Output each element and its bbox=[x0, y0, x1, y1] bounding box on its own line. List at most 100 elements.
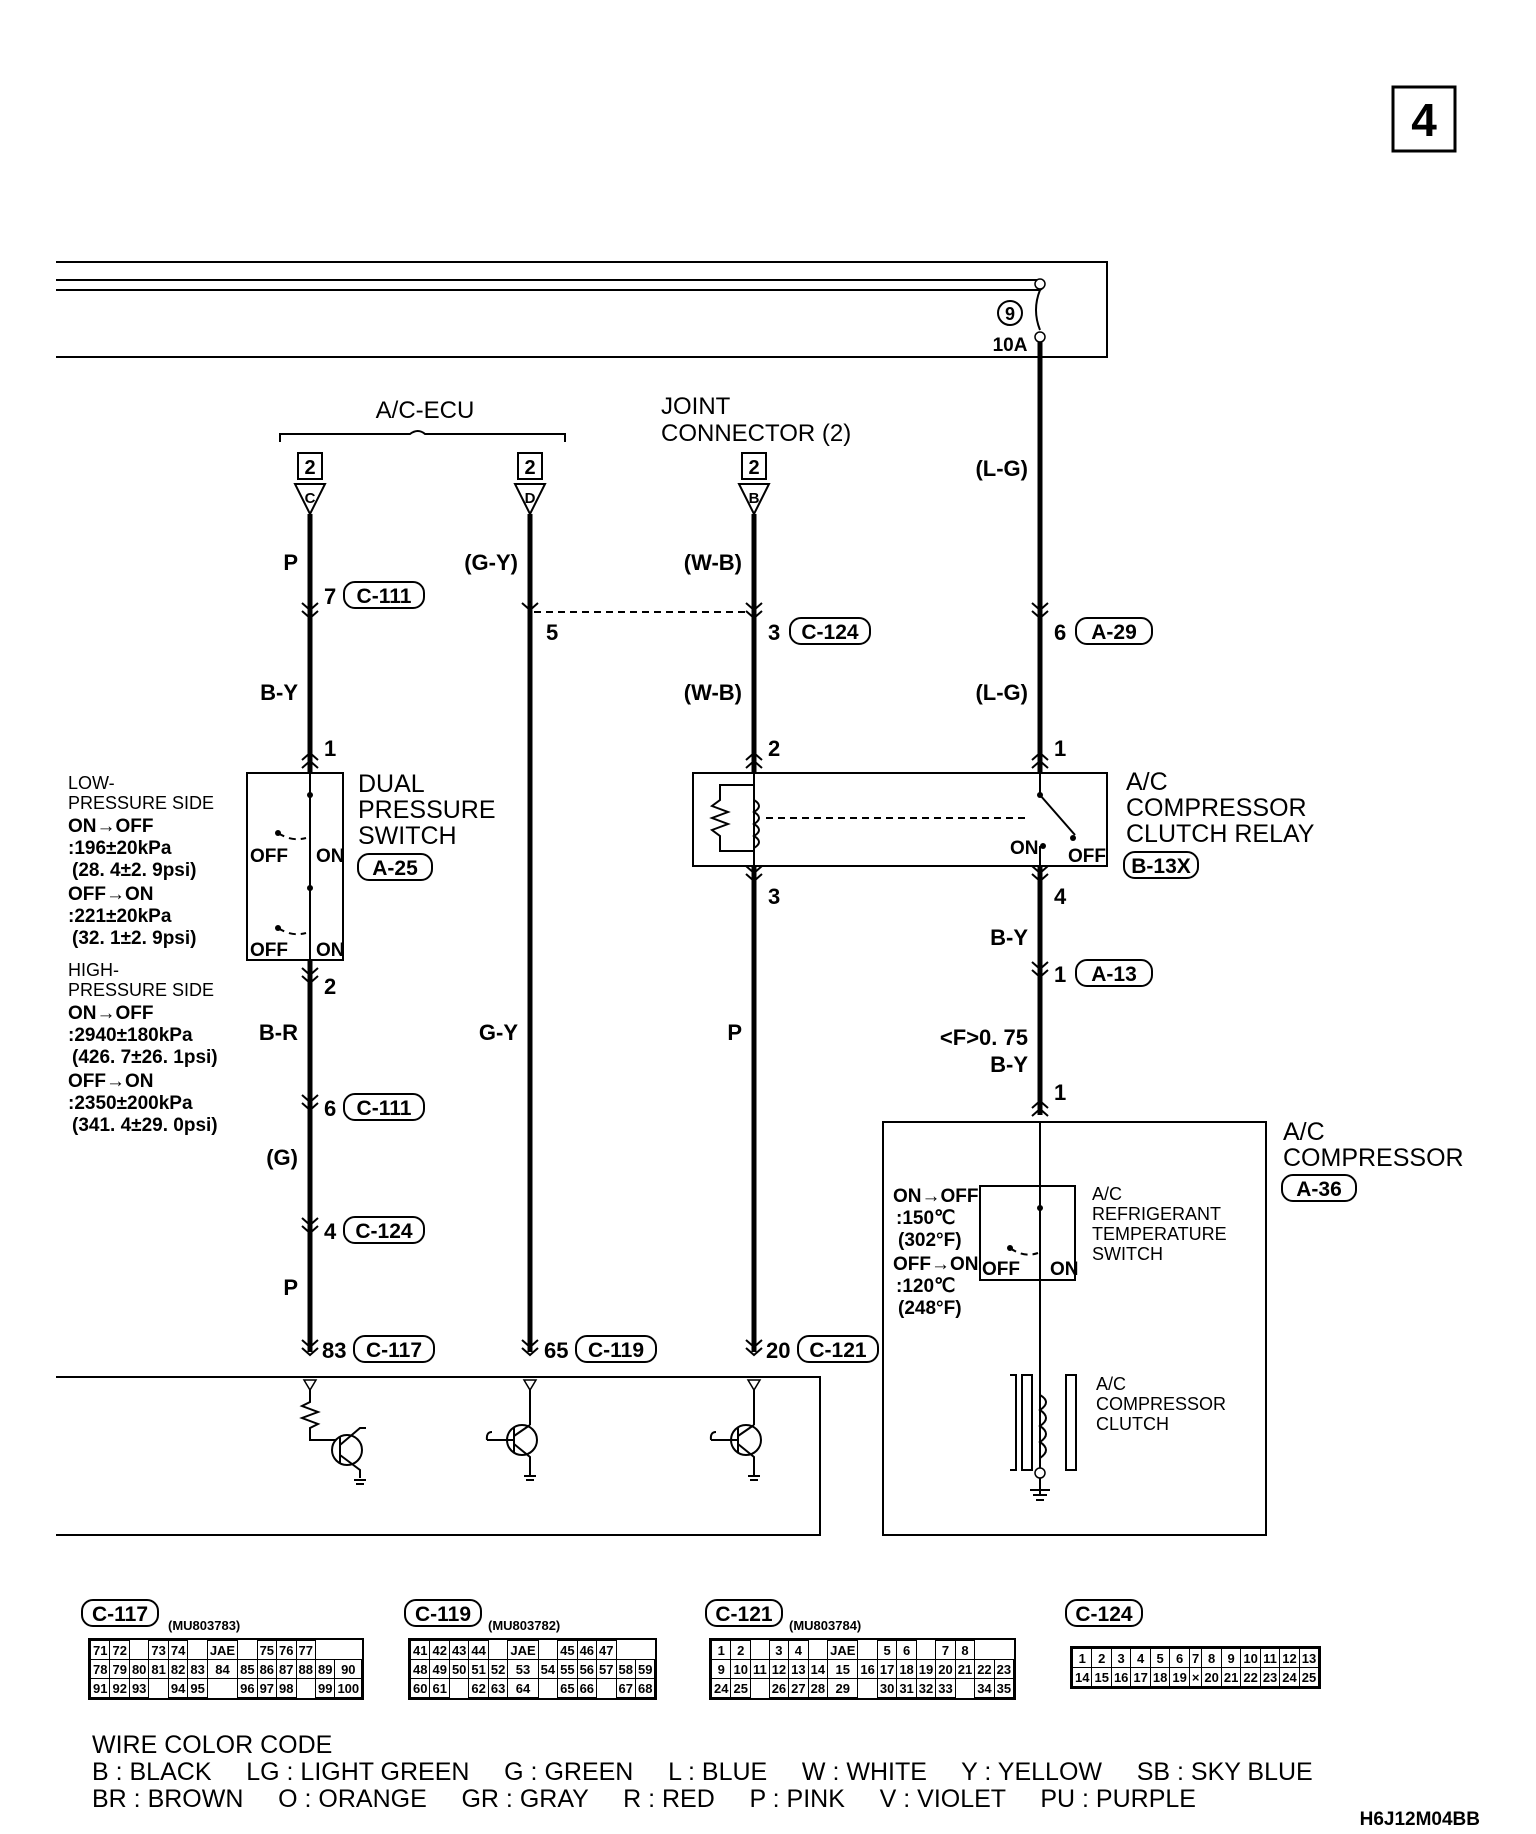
relay-coil bbox=[752, 799, 760, 849]
svg-text::150℃: :150℃ bbox=[896, 1208, 955, 1229]
wire-label-c-g: (G) bbox=[266, 1145, 298, 1170]
svg-text::196±20kPa: :196±20kPa bbox=[68, 838, 172, 859]
ecu-input-circuit-b bbox=[709, 1379, 762, 1481]
pin-cell: 100 bbox=[334, 1678, 363, 1698]
wire-label-relay-out: B-Y bbox=[990, 925, 1028, 950]
temp-switch-notes: ON→OFF :150℃ (302°F) OFF→ON :120℃ (248°F… bbox=[893, 1186, 979, 1319]
dual-switch-off-1: OFF bbox=[250, 846, 288, 867]
ecu-input-circuit-c bbox=[299, 1379, 366, 1485]
pin-cell: 91 bbox=[89, 1678, 111, 1698]
pin-cell: 2 bbox=[730, 1640, 751, 1660]
pin-cell: 17 bbox=[1130, 1667, 1151, 1687]
svg-text:(248°F): (248°F) bbox=[898, 1298, 962, 1319]
relay-pin-3: 3 bbox=[768, 884, 780, 909]
pin-cell: 25 bbox=[730, 1678, 751, 1698]
pin-cell: 81 bbox=[148, 1659, 169, 1679]
wire-label-d-low: G-Y bbox=[479, 1020, 518, 1045]
pin-cell: 6 bbox=[896, 1640, 917, 1660]
pin-cell: 19 bbox=[1169, 1667, 1190, 1687]
connector-chevrons bbox=[301, 602, 1049, 1357]
pin-cell: 30 bbox=[876, 1678, 898, 1698]
pin-cell: JAE bbox=[206, 1640, 239, 1660]
dual-pressure-switch-box bbox=[246, 772, 344, 961]
svg-text:CLUTCH: CLUTCH bbox=[1096, 1414, 1169, 1434]
pin-cell bbox=[750, 1641, 769, 1660]
svg-text:(MU803783): (MU803783) bbox=[168, 1618, 240, 1633]
clutch-label: A/C COMPRESSOR CLUTCH bbox=[1096, 1374, 1226, 1434]
pin-cell: 10 bbox=[1240, 1648, 1261, 1668]
svg-text:OFF→ON: OFF→ON bbox=[68, 884, 154, 905]
wire-label-b-top: (W-B) bbox=[684, 550, 742, 575]
svg-text:REFRIGERANT: REFRIGERANT bbox=[1092, 1204, 1221, 1224]
wire-label-d-top: (G-Y) bbox=[464, 550, 518, 575]
svg-text:ON→OFF: ON→OFF bbox=[893, 1186, 979, 1207]
pin-cell: 9 bbox=[1220, 1648, 1242, 1668]
ecu-terminal-d: 2 D bbox=[513, 452, 547, 517]
temp-switch-label: A/C REFRIGERANT TEMPERATURE SWITCH bbox=[1092, 1184, 1227, 1264]
pin-cell bbox=[808, 1641, 827, 1660]
relay-contact-arm bbox=[1039, 794, 1076, 836]
pin-cell bbox=[488, 1641, 507, 1660]
svg-text::120℃: :120℃ bbox=[896, 1276, 955, 1297]
relay-pin-1: 1 bbox=[1054, 736, 1066, 761]
pin-cell: 18 bbox=[896, 1659, 917, 1679]
compressor-pin-1: 1 bbox=[1054, 1080, 1066, 1105]
page-number: 4 bbox=[1411, 94, 1437, 146]
pin-cell: 12 bbox=[768, 1659, 790, 1679]
pin-cell: 83 bbox=[187, 1659, 208, 1679]
svg-text:A/C: A/C bbox=[1096, 1374, 1126, 1394]
svg-text:6: 6 bbox=[324, 1096, 336, 1121]
relay-resistor bbox=[709, 784, 754, 852]
pin-cell: 71 bbox=[89, 1640, 111, 1660]
svg-text:COMPRESSOR: COMPRESSOR bbox=[1096, 1394, 1226, 1414]
svg-text:20: 20 bbox=[766, 1338, 790, 1363]
pin-cell: 52 bbox=[487, 1659, 509, 1679]
svg-text:2: 2 bbox=[304, 457, 315, 479]
temp-switch-box bbox=[979, 1185, 1076, 1281]
svg-text:2: 2 bbox=[748, 457, 759, 479]
pin-cell: 53 bbox=[507, 1659, 539, 1679]
pin-cell bbox=[597, 1679, 616, 1698]
svg-text:OFF→ON: OFF→ON bbox=[68, 1071, 154, 1092]
connector-c124-upper: 3 C-124 bbox=[768, 617, 871, 645]
pin-cell: 88 bbox=[295, 1659, 316, 1679]
pin-cell: 11 bbox=[749, 1659, 770, 1679]
svg-text:A-29: A-29 bbox=[1091, 621, 1137, 644]
relay-on: ON bbox=[1010, 838, 1039, 859]
joint-connector-line2: CONNECTOR (2) bbox=[661, 420, 851, 447]
figure-code: H6J12M04BB bbox=[1360, 1809, 1480, 1830]
c119-header: C-119 (MU803782) bbox=[404, 1599, 560, 1633]
pin-cell: 59 bbox=[634, 1659, 656, 1679]
fuse-rating: 10A bbox=[993, 335, 1028, 356]
pin-cell: 73 bbox=[148, 1640, 169, 1660]
relay-id: B-13X bbox=[1131, 855, 1191, 878]
pin-cell: 46 bbox=[576, 1640, 598, 1660]
svg-text:4: 4 bbox=[324, 1219, 337, 1244]
pin-cell: 1 bbox=[710, 1640, 732, 1660]
pin-cell: 72 bbox=[109, 1640, 130, 1660]
connector-a29: 6 A-29 bbox=[1054, 617, 1153, 645]
switch-pin-1: 1 bbox=[324, 736, 336, 761]
svg-text:C-124: C-124 bbox=[1075, 1603, 1133, 1626]
pin-cell: 2 bbox=[1091, 1648, 1112, 1668]
pin-cell: 80 bbox=[128, 1659, 150, 1679]
svg-text:7: 7 bbox=[324, 584, 336, 609]
pin-cell: 62 bbox=[468, 1678, 489, 1698]
pin-cell bbox=[750, 1679, 769, 1698]
pin-cell bbox=[538, 1641, 557, 1660]
wire-label-b-low: P bbox=[727, 1020, 742, 1045]
svg-text:C-117: C-117 bbox=[366, 1339, 422, 1362]
svg-text:C-119: C-119 bbox=[588, 1339, 644, 1362]
pin-cell: 50 bbox=[448, 1659, 470, 1679]
pin-cell: 22 bbox=[1240, 1667, 1261, 1687]
fuse-terminal-bottom bbox=[1034, 331, 1046, 343]
pin-cell: 57 bbox=[596, 1659, 617, 1679]
pin-cell: 13 bbox=[788, 1659, 809, 1679]
svg-text:D: D bbox=[525, 490, 536, 507]
pin-cell: 74 bbox=[167, 1640, 189, 1660]
pin-cell: 84 bbox=[206, 1659, 239, 1679]
